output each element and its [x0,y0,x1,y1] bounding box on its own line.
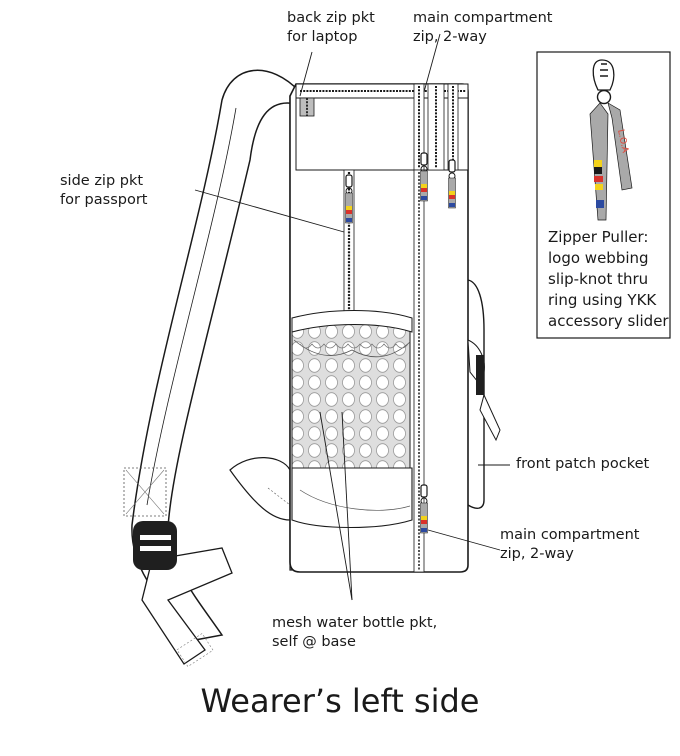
passport-zip-track [343,169,355,313]
label-mesh-bottle-pocket: mesh water bottle pkt, self @ base [272,615,438,650]
strap-buckle [133,521,177,570]
lower-strap-webbing [141,547,233,665]
laptop-zip-track [299,97,315,117]
label-main-zip-bottom: main compartment zip, 2-way [500,527,640,562]
diagram-caption: Wearer’s left side [200,682,480,720]
inset-description: Zipper Puller: logo webbing slip-knot th… [548,228,669,330]
label-front-patch-pocket: front patch pocket [516,456,650,472]
label-main-zip-top: main compartment zip, 2-way [413,10,553,45]
mesh-pocket [291,317,411,469]
webbing-logo-text: L.O.A [615,129,630,155]
inset-zipper-puller-illustration: L.O.A [589,59,633,221]
main-zip-track-top [413,83,459,171]
label-back-zip-pocket: back zip pkt for laptop [287,10,375,45]
strap-pad [123,467,167,517]
label-side-zip-pocket: side zip pkt for passport [60,173,148,208]
leader-lines [194,33,510,601]
base-pocket [291,467,413,529]
